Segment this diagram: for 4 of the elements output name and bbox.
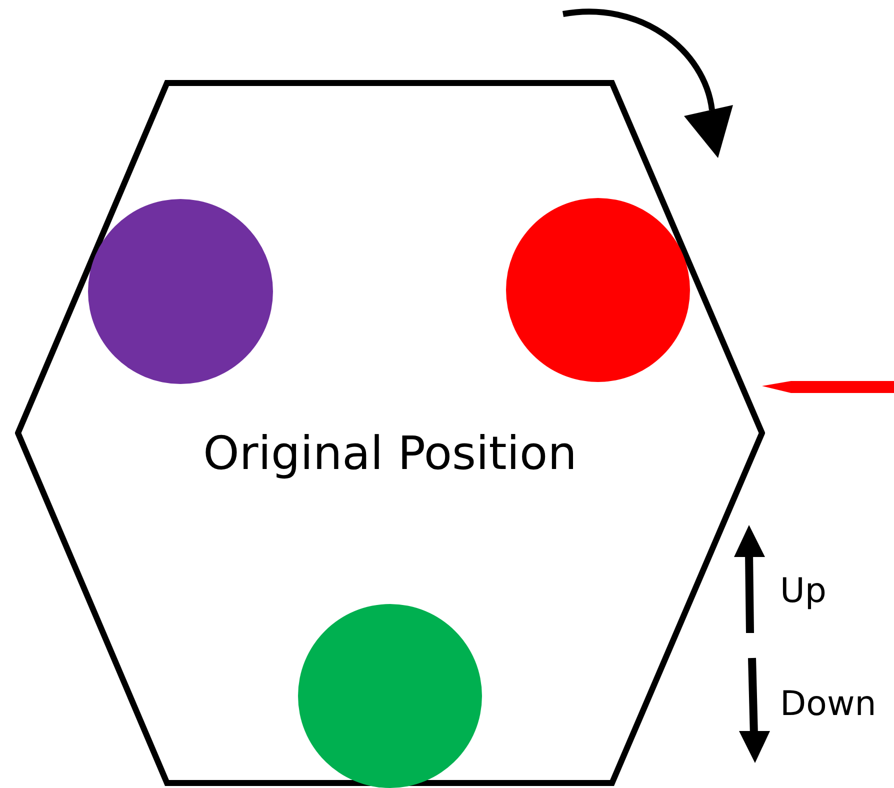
position-label: Original Position: [202, 425, 578, 481]
hexagon-outline: [15, 80, 765, 786]
direction-label: Up: [780, 570, 826, 612]
direction-label: Down: [780, 683, 876, 725]
